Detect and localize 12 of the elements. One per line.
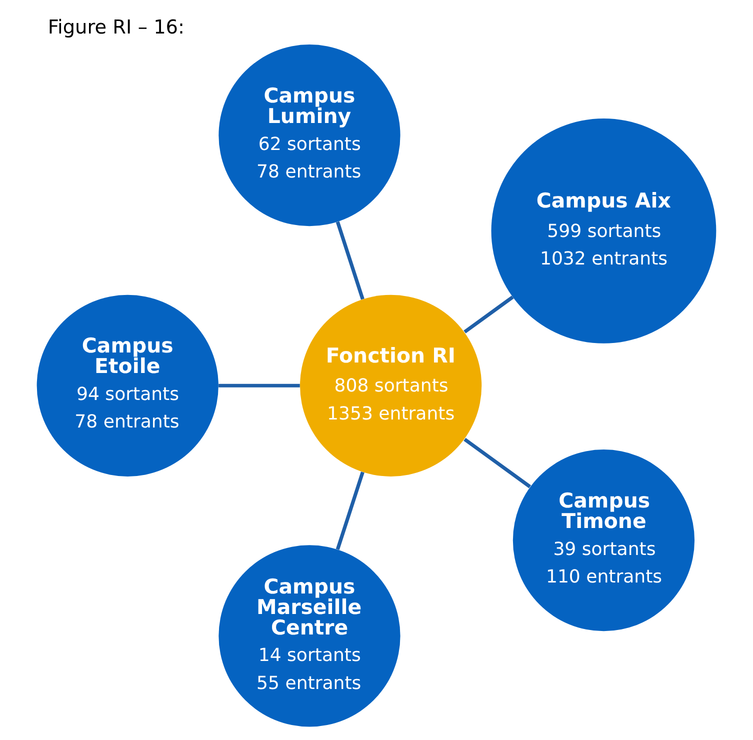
connector (218, 384, 300, 388)
diagram-title: Figure RI – 16: (48, 15, 185, 38)
connector (336, 221, 364, 300)
node-circle: Campus Timone 39 sortants 110 entrants (512, 450, 695, 632)
connector (464, 296, 514, 334)
node-circle: Campus Etoile 94 sortants 78 entrants (36, 294, 218, 476)
node-circle: Fonction RI 808 sortants 1353 entrants (300, 294, 482, 476)
connector (464, 438, 532, 488)
node-circle: Campus Luminy 62 sortants 78 entrants (218, 44, 400, 226)
connector (336, 472, 364, 550)
node-circle: Campus Marseille Centre 14 sortants 55 entrants (218, 545, 400, 727)
node-circle: Campus Aix 599 sortants 1032 entrants (491, 118, 716, 344)
